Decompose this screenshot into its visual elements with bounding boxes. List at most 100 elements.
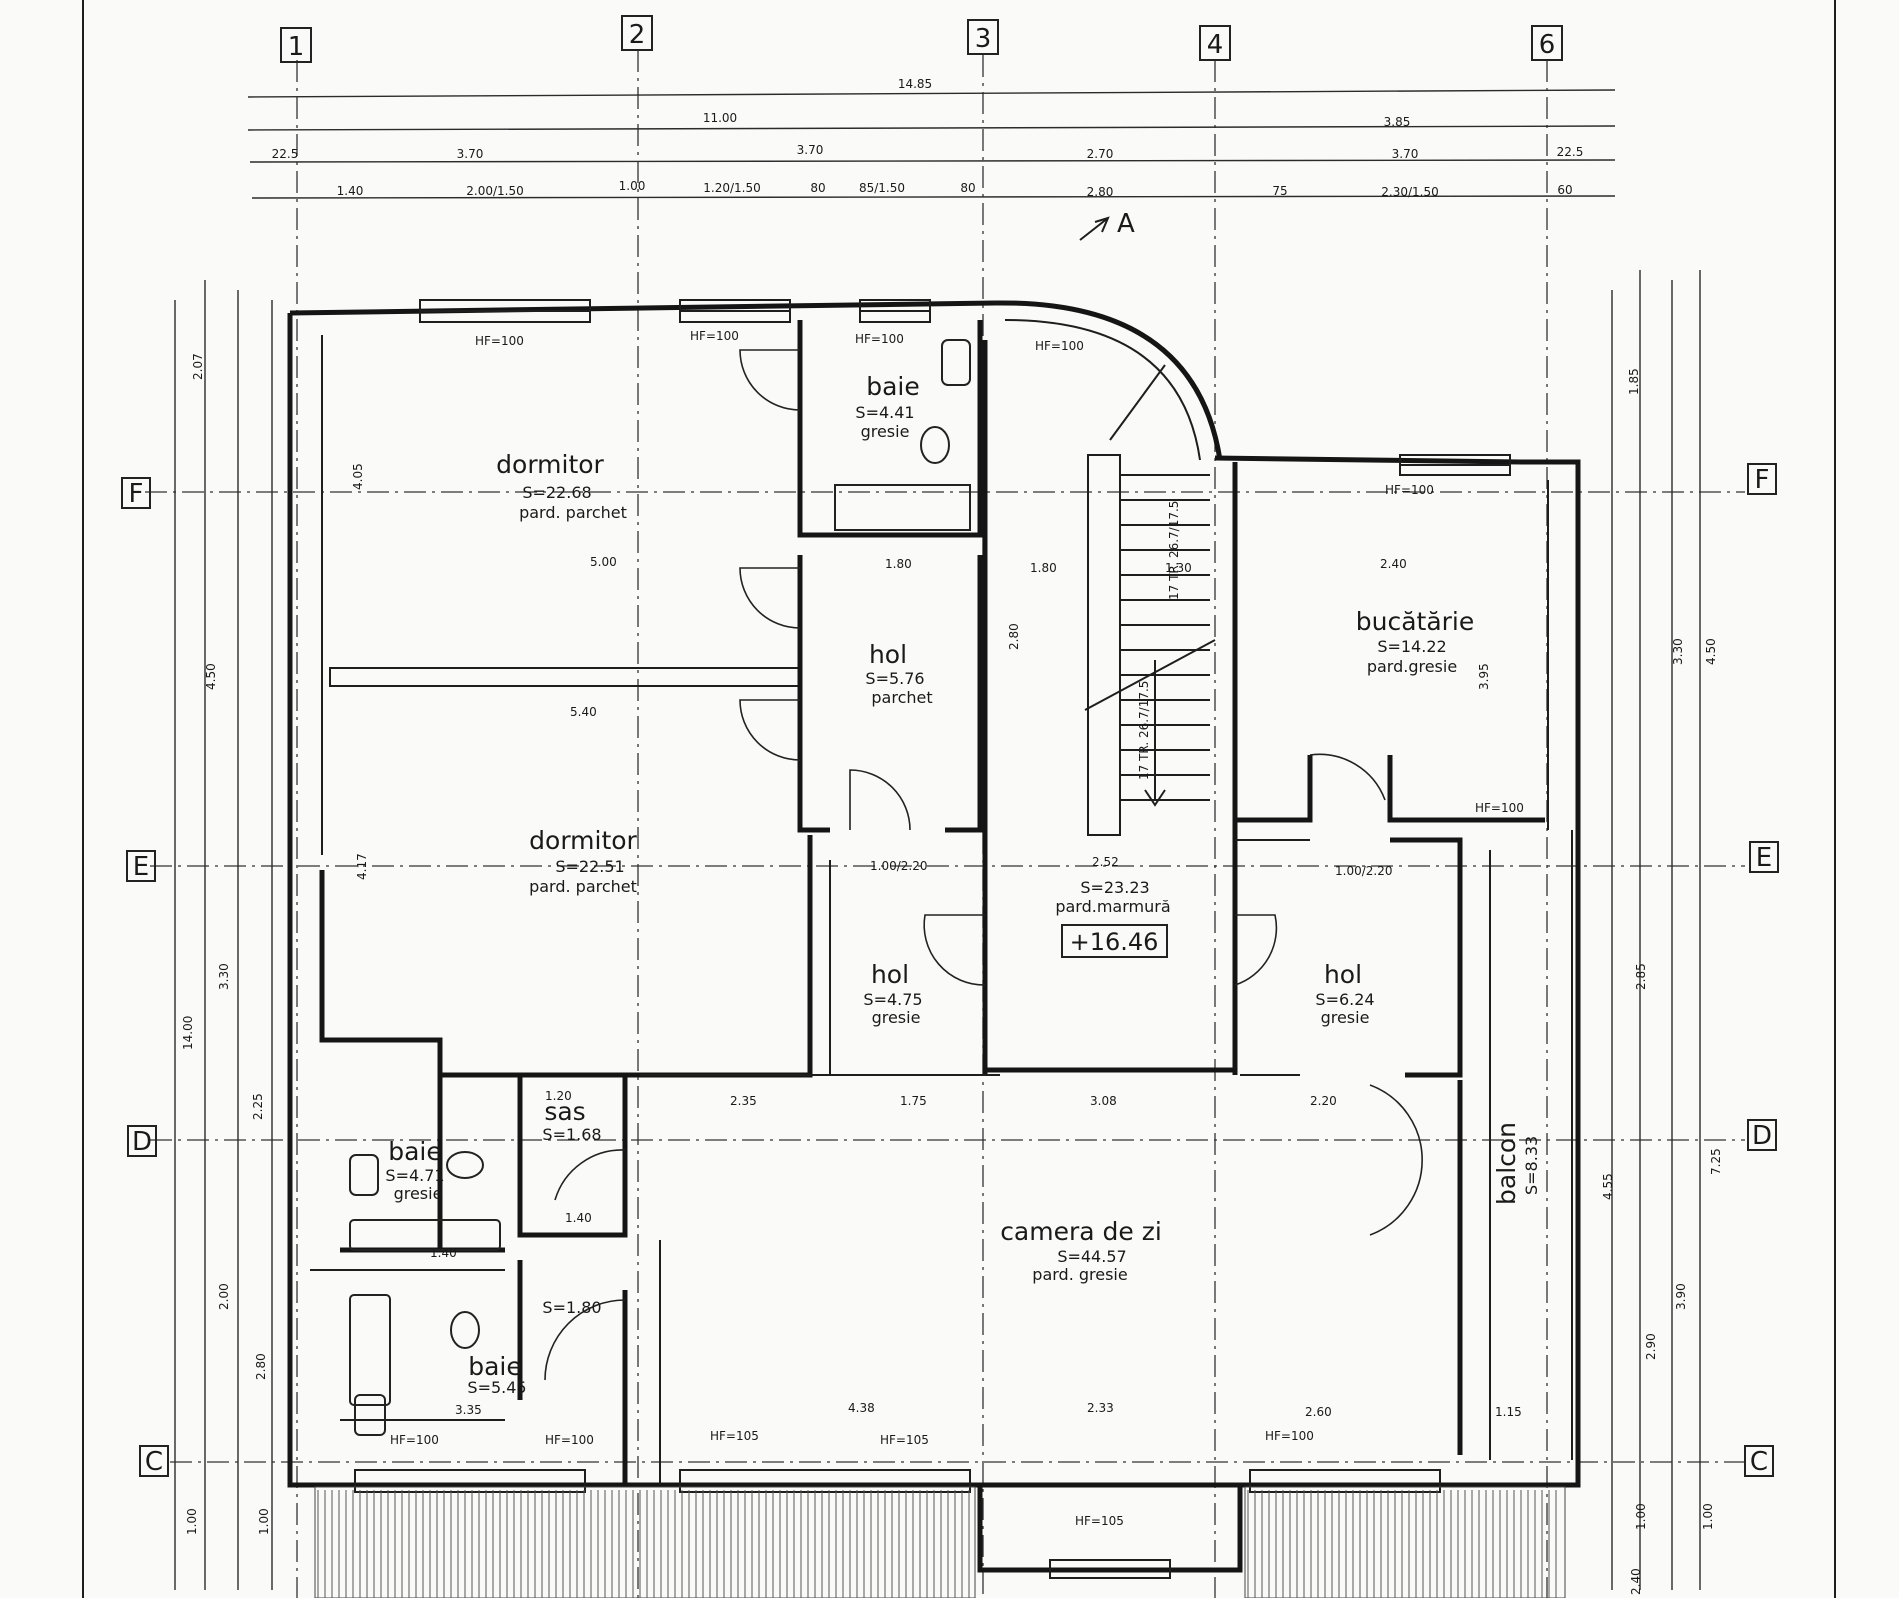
svg-text:baie: baie [388,1137,442,1166]
stair-label-up: 17 TR. 26.7/17.5 [1167,501,1181,600]
dim-inner-9: 1.00/2.20 [1335,864,1392,878]
svg-text:dormitor: dormitor [529,826,637,855]
svg-text:hol: hol [1324,960,1362,989]
svg-text:hol: hol [871,960,909,989]
dim-left-1: 2.07 [191,353,205,380]
dim-right-8: 3.90 [1674,1283,1688,1310]
axis-label-6: 6 [1539,30,1556,60]
section-marker: A [1079,209,1135,241]
left-dimension-chains: 2.07 4.50 3.30 14.00 2.25 2.00 2.80 1.00… [174,280,273,1590]
dim-row3-b: 3.70 [457,147,484,161]
doors [544,349,1423,1381]
dim-inner-23: 4.05 [351,463,365,490]
dim-row4-g: 80 [960,181,975,195]
axis-labels-side: F F E E D D C C [121,463,1779,1477]
toilet-icon [446,1151,484,1179]
dim-inner-21: 1.40 [565,1211,592,1225]
dim-inner-2: 5.40 [570,705,597,719]
axis-label-3: 3 [975,24,992,54]
room-baie-1: baie S=4.41 gresie [855,372,919,441]
dim-row4-d: 1.20/1.50 [703,181,760,195]
dim-row4-h: 2.80 [1087,185,1114,199]
axis-labels-top: 1 2 3 4 6 [280,15,1563,63]
svg-text:camera de zi: camera de zi [1000,1217,1162,1246]
axis-label-C-left: C [145,1447,163,1477]
axis-label-C-right: C [1750,1447,1768,1477]
stairs: 17 TR. 26.7/17.5 17 TR. 26.7/17.5 [1084,364,1216,807]
dim-inner-16: 2.60 [1305,1405,1332,1419]
window-tag-2: HF=100 [690,329,739,343]
dim-right-4: 2.85 [1634,963,1648,990]
dim-inner-17: 1.15 [1495,1405,1522,1419]
svg-text:pard.marmură: pard.marmură [1055,897,1170,916]
svg-text:S=1.68: S=1.68 [542,1125,601,1144]
dim-right-2: 4.50 [1704,638,1718,665]
room-dormitor-2: dormitor S=22.51 pard. parchet [529,826,637,896]
dim-inner-22: 4.17 [355,853,369,880]
svg-text:S=4.75: S=4.75 [863,990,922,1009]
window-tag-1: HF=100 [475,334,524,348]
svg-text:S=44.57: S=44.57 [1057,1247,1126,1266]
dim-inner-14: 4.38 [848,1401,875,1415]
dim-inner-25: 3.95 [1477,663,1491,690]
svg-text:pard. gresie: pard. gresie [1032,1265,1127,1284]
axis-label-4: 4 [1207,30,1224,60]
room-camera-de-zi: camera de zi S=44.57 pard. gresie [1000,1217,1162,1284]
window-tag-12: HF=105 [1075,1514,1124,1528]
room-hol-2: hol S=4.75 gresie [863,960,922,1027]
dim-right-1: 1.85 [1627,368,1641,395]
dim-row3-f: 22.5 [1557,145,1584,159]
dim-row4-a: 1.40 [337,184,364,198]
svg-text:S=1.80: S=1.80 [542,1298,601,1317]
axis-label-2: 2 [629,20,646,50]
window-tag-11: HF=100 [1265,1429,1314,1443]
dim-row4-f: 85/1.50 [859,181,905,195]
axis-label-1: 1 [288,32,305,62]
room-labels: dormitor S=22.68 pard. parchet baie S=4.… [385,372,1541,1397]
svg-text:S=22.51: S=22.51 [555,857,624,876]
axis-label-D-right: D [1752,1121,1772,1151]
dim-right-9: 1.00 [1634,1503,1648,1530]
dim-row4-i: 75 [1272,184,1287,198]
room-sas: sas S=1.68 [542,1097,601,1144]
dim-right-5: 4.55 [1601,1173,1615,1200]
interior-walls [310,320,1545,1573]
svg-text:pard. parchet: pard. parchet [519,503,627,522]
svg-text:pard.gresie: pard.gresie [1367,657,1457,676]
dim-inner-13: 2.20 [1310,1094,1337,1108]
terrace-hatching [314,1486,1566,1598]
dim-inner-18: 3.35 [455,1403,482,1417]
axis-label-F-left: F [129,479,144,509]
window-tag-6: HF=100 [1475,801,1524,815]
window-tag-8: HF=105 [880,1433,929,1447]
dim-right-11: 2.40 [1629,1568,1643,1595]
windows [354,299,1511,1579]
terrace-hatch-lines [317,1490,1557,1598]
dim-left-5: 2.25 [251,1093,265,1120]
svg-text:parchet: parchet [871,688,932,707]
dim-left-3: 3.30 [217,963,231,990]
toilet-icon [941,339,971,386]
dim-inner-20: 1.20 [545,1089,572,1103]
stair-label-down: 17 TR. 26.7/17.5 [1137,681,1151,780]
axis-label-F-right: F [1755,465,1770,495]
svg-text:baie: baie [468,1352,522,1381]
room-baie-2: baie S=4.71 gresie [385,1137,444,1203]
svg-text:S=14.22: S=14.22 [1377,637,1446,656]
bathtub-icon [349,1219,501,1251]
dim-inner-11: 1.75 [900,1094,927,1108]
sink-icon [354,1394,386,1436]
svg-text:gresie: gresie [872,1008,921,1027]
window-tag-9: HF=100 [390,1433,439,1447]
dim-inner-15: 2.33 [1087,1401,1114,1415]
svg-text:hol: hol [869,640,907,669]
room-balcon: balcon S=8.33 [1492,1122,1541,1205]
room-bucatarie: bucătărie S=14.22 pard.gresie [1356,607,1475,676]
dim-row3-e: 3.70 [1392,147,1419,161]
sink-icon [349,1154,379,1196]
svg-text:S=4.41: S=4.41 [855,403,914,422]
window-tag-5: HF=100 [1385,483,1434,497]
room-hol-3: hol S=6.24 gresie [1315,960,1374,1027]
washbasin-icon [920,426,950,464]
dim-inner-8: 1.00/2.20 [870,859,927,873]
